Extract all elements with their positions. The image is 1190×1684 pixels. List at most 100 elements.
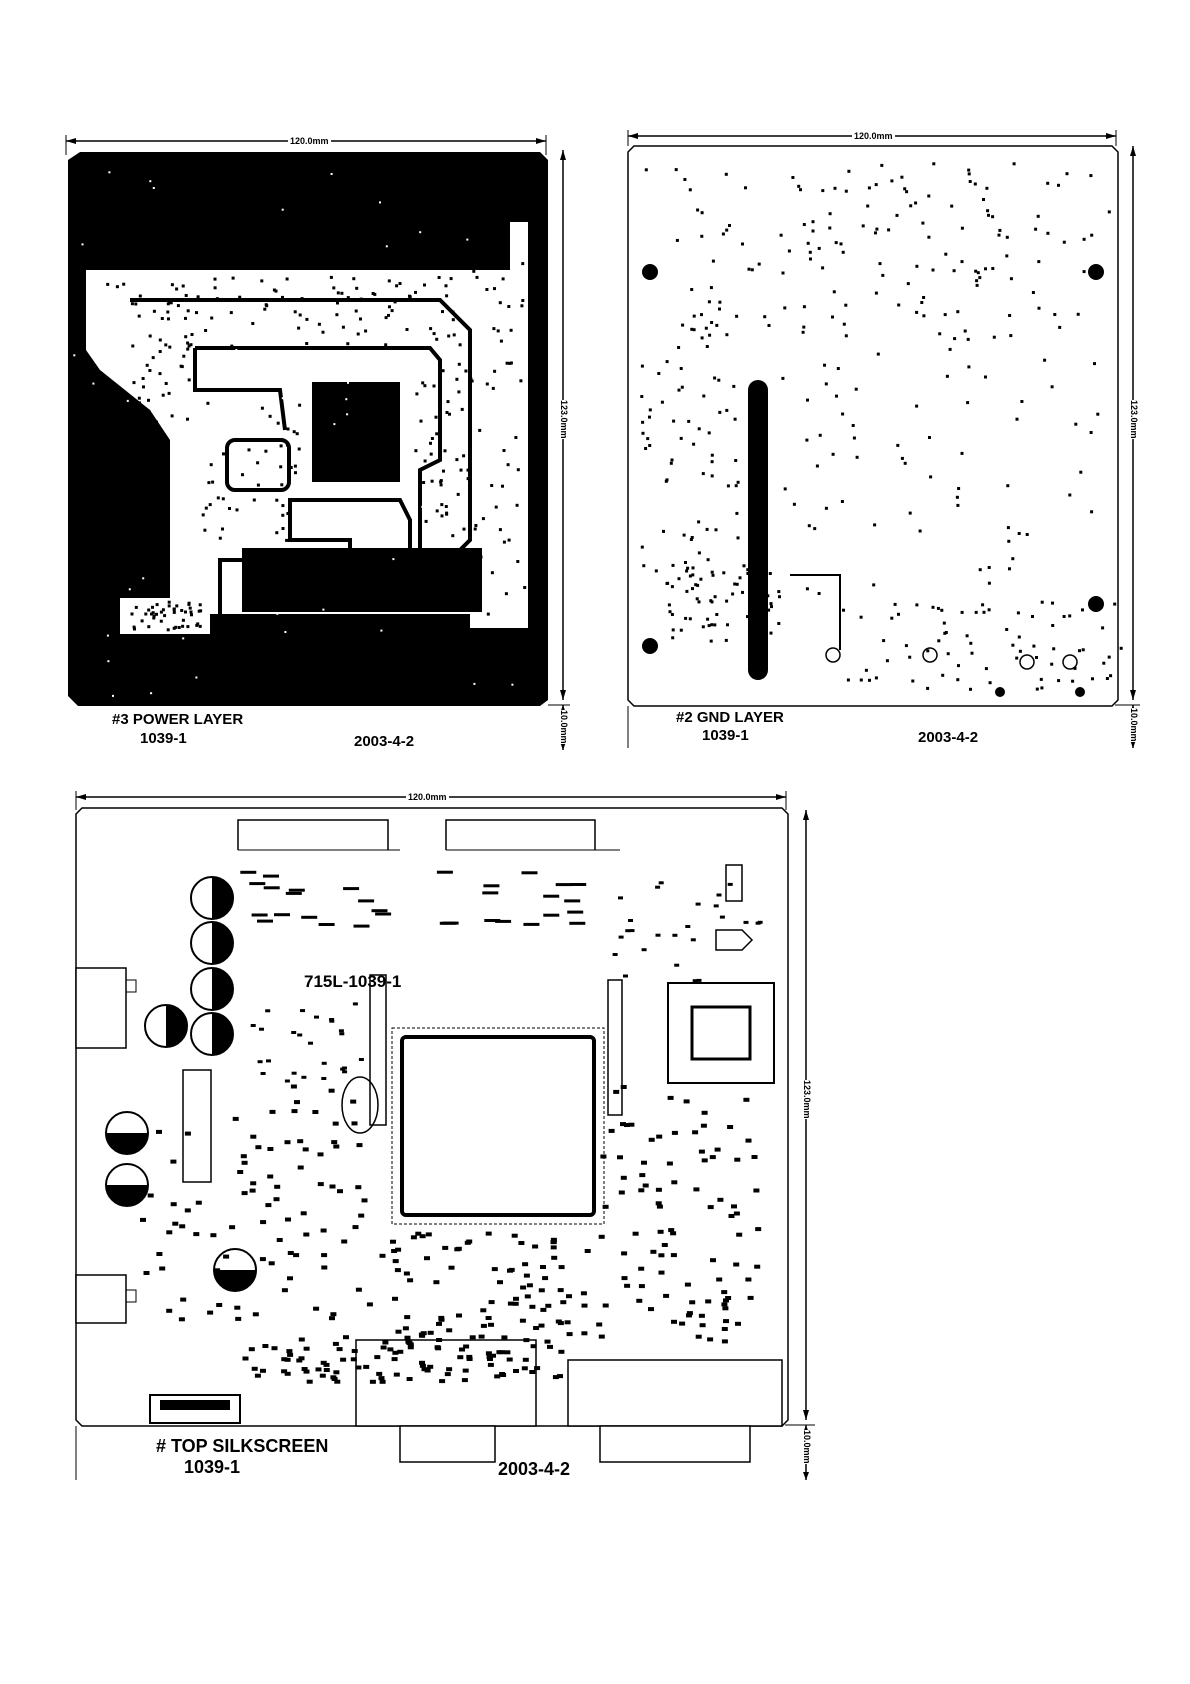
via-dot [285, 1140, 291, 1144]
via-dot [433, 1280, 439, 1284]
via-dot [655, 569, 658, 572]
silk-width-dim: 120.0mm [406, 792, 449, 802]
via-dot [674, 964, 679, 967]
via-dot [404, 1315, 410, 1319]
via-dot [989, 681, 992, 684]
via-dot [359, 1058, 364, 1061]
via-dot [645, 168, 648, 171]
via-dot [285, 1218, 291, 1222]
via-dot [752, 1155, 758, 1159]
via-dot [731, 593, 734, 596]
via-dot [337, 1189, 343, 1193]
via-dot [122, 283, 125, 286]
via-dot [540, 1308, 546, 1312]
via-dot [456, 1247, 462, 1251]
via-dot [710, 640, 713, 643]
via-dot [356, 1288, 362, 1292]
via-dot [445, 1372, 451, 1376]
via-dot [445, 294, 448, 297]
gnd-height-dim: 123.0mm [1127, 400, 1141, 439]
via-dot [1052, 647, 1055, 650]
via-dot [949, 348, 952, 351]
via-dot [375, 913, 391, 916]
via-dot [921, 222, 924, 225]
via-dot [628, 919, 633, 922]
via-dot [452, 311, 455, 314]
via-dot [1041, 601, 1044, 604]
via-dot [333, 1342, 339, 1346]
via-dot [147, 609, 150, 612]
via-dot [1043, 359, 1046, 362]
bottom-connector-right [568, 1360, 782, 1426]
via-dot [382, 1341, 388, 1345]
via-dot [788, 250, 791, 253]
via-dot [499, 1350, 505, 1354]
via-dot [903, 187, 906, 190]
via-dot [927, 195, 930, 198]
via-dot [567, 911, 583, 914]
via-dot [133, 381, 136, 384]
via-dot [379, 1376, 385, 1380]
via-dot [741, 243, 744, 246]
via-dot [380, 630, 382, 632]
via-dot [699, 1150, 705, 1154]
via-dot [953, 337, 956, 340]
via-dot [976, 284, 979, 287]
via-dot [285, 539, 288, 542]
via-dot [408, 1345, 414, 1349]
gnd-width-dim: 120.0mm [852, 131, 895, 141]
via-dot [355, 287, 358, 290]
via-dot [564, 899, 580, 902]
via-dot [558, 1288, 564, 1292]
via-dot [457, 390, 460, 393]
via-dot [683, 534, 686, 537]
via-dot [1051, 624, 1054, 627]
via-dot [482, 891, 498, 894]
via-dot [439, 480, 442, 483]
via-dot [860, 679, 863, 682]
via-dot [255, 1374, 261, 1378]
gnd-mount-hole [1088, 596, 1104, 612]
gnd-margin-dim: 10.0mm [1127, 708, 1141, 742]
via-dot [974, 270, 977, 273]
via-dot [337, 1347, 343, 1351]
via-dot [248, 448, 251, 451]
via-dot [1083, 270, 1086, 273]
via-dot [714, 904, 719, 907]
via-dot [731, 1204, 737, 1208]
via-dot [440, 922, 456, 925]
via-dot [655, 886, 660, 889]
via-dot [1007, 540, 1010, 543]
via-dot [671, 636, 674, 639]
via-dot [301, 1076, 306, 1079]
via-dot [185, 1208, 191, 1212]
via-dot [256, 461, 259, 464]
via-dot [729, 1214, 735, 1218]
via-dot [947, 652, 950, 655]
via-dot [407, 1278, 413, 1282]
via-dot [683, 178, 686, 181]
via-dot [894, 603, 897, 606]
via-dot [289, 889, 305, 892]
via-dot [797, 185, 800, 188]
via-dot [405, 1336, 411, 1340]
via-dot [734, 1212, 740, 1216]
via-dot [523, 1358, 529, 1362]
via-dot [805, 439, 808, 442]
via-dot [1108, 656, 1111, 659]
via-dot [834, 187, 837, 190]
via-dot [301, 916, 317, 919]
via-dot [733, 1263, 739, 1267]
via-dot [710, 286, 713, 289]
via-dot [411, 1235, 417, 1239]
via-dot [712, 574, 715, 577]
via-dot [649, 1138, 655, 1142]
via-dot [599, 1235, 605, 1239]
via-dot [941, 674, 944, 677]
via-dot [501, 1335, 507, 1339]
via-dot [625, 929, 630, 932]
via-dot [343, 887, 359, 890]
via-dot [722, 571, 725, 574]
via-dot [842, 609, 845, 612]
via-dot [721, 1290, 727, 1294]
